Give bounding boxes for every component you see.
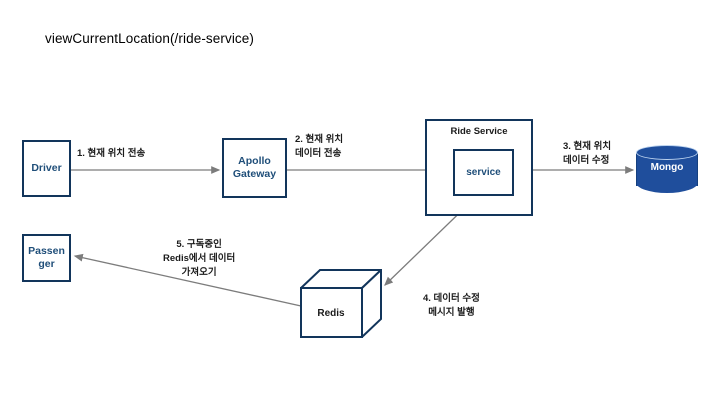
node-apollo-gateway[interactable]: Apollo Gateway [222,138,287,198]
node-apollo-gateway-label: Apollo Gateway [233,155,276,181]
edge-label-2-line2: 데이터 전송 [295,147,342,159]
node-ride-service[interactable]: Ride Service service [425,119,533,216]
page-title: viewCurrentLocation(/ride-service) [45,31,254,46]
node-ride-service-title: Ride Service [450,126,508,137]
edge-label-4-line2: 메시지 발행 [428,306,475,318]
edge-label-4-line1: 4. 데이터 수정 [423,293,480,304]
edge-label-2: 2. 현재 위치 데이터 전송 [295,133,343,161]
node-passenger-label: Passen ger [28,245,65,271]
node-mongo[interactable]: Mongo [636,145,698,193]
node-passenger-label-line1: Passen [28,244,65,257]
edge-label-1-line1: 1. 현재 위치 전송 [77,148,146,159]
node-service[interactable]: service [453,149,514,196]
edge-label-3-line2: 데이터 수정 [563,154,610,166]
node-service-label: service [466,167,501,178]
edge-label-5-line3: 가져오기 [181,266,217,278]
node-passenger-label-line2: ger [38,258,55,270]
edge-label-1: 1. 현재 위치 전송 [77,147,145,161]
edge-label-2-line1: 2. 현재 위치 [295,134,344,145]
node-driver[interactable]: Driver [22,140,71,197]
node-redis[interactable]: Redis [300,269,382,338]
edge-redis-to-passenger [73,253,302,307]
edge-label-5-line2: Redis에서 데이터 [163,252,236,264]
edge-label-3-line1: 3. 현재 위치 [563,141,612,152]
node-mongo-label: Mongo [650,162,684,173]
node-redis-label: Redis [317,307,345,319]
edge-label-4: 4. 데이터 수정 메시지 발행 [423,292,480,320]
node-passenger[interactable]: Passen ger [22,234,71,282]
edge-label-3: 3. 현재 위치 데이터 수정 [563,140,611,168]
node-apollo-gateway-label-line1: Apollo [238,154,271,167]
edge-label-5-line1: 5. 구독중인 [176,239,222,250]
node-driver-label: Driver [31,161,62,174]
cylinder-top-shape [636,145,698,160]
cube-shape [300,269,382,338]
edge-label-5: 5. 구독중인 Redis에서 데이터 가져오기 [163,238,235,279]
node-apollo-gateway-label-line2: Gateway [232,168,277,180]
